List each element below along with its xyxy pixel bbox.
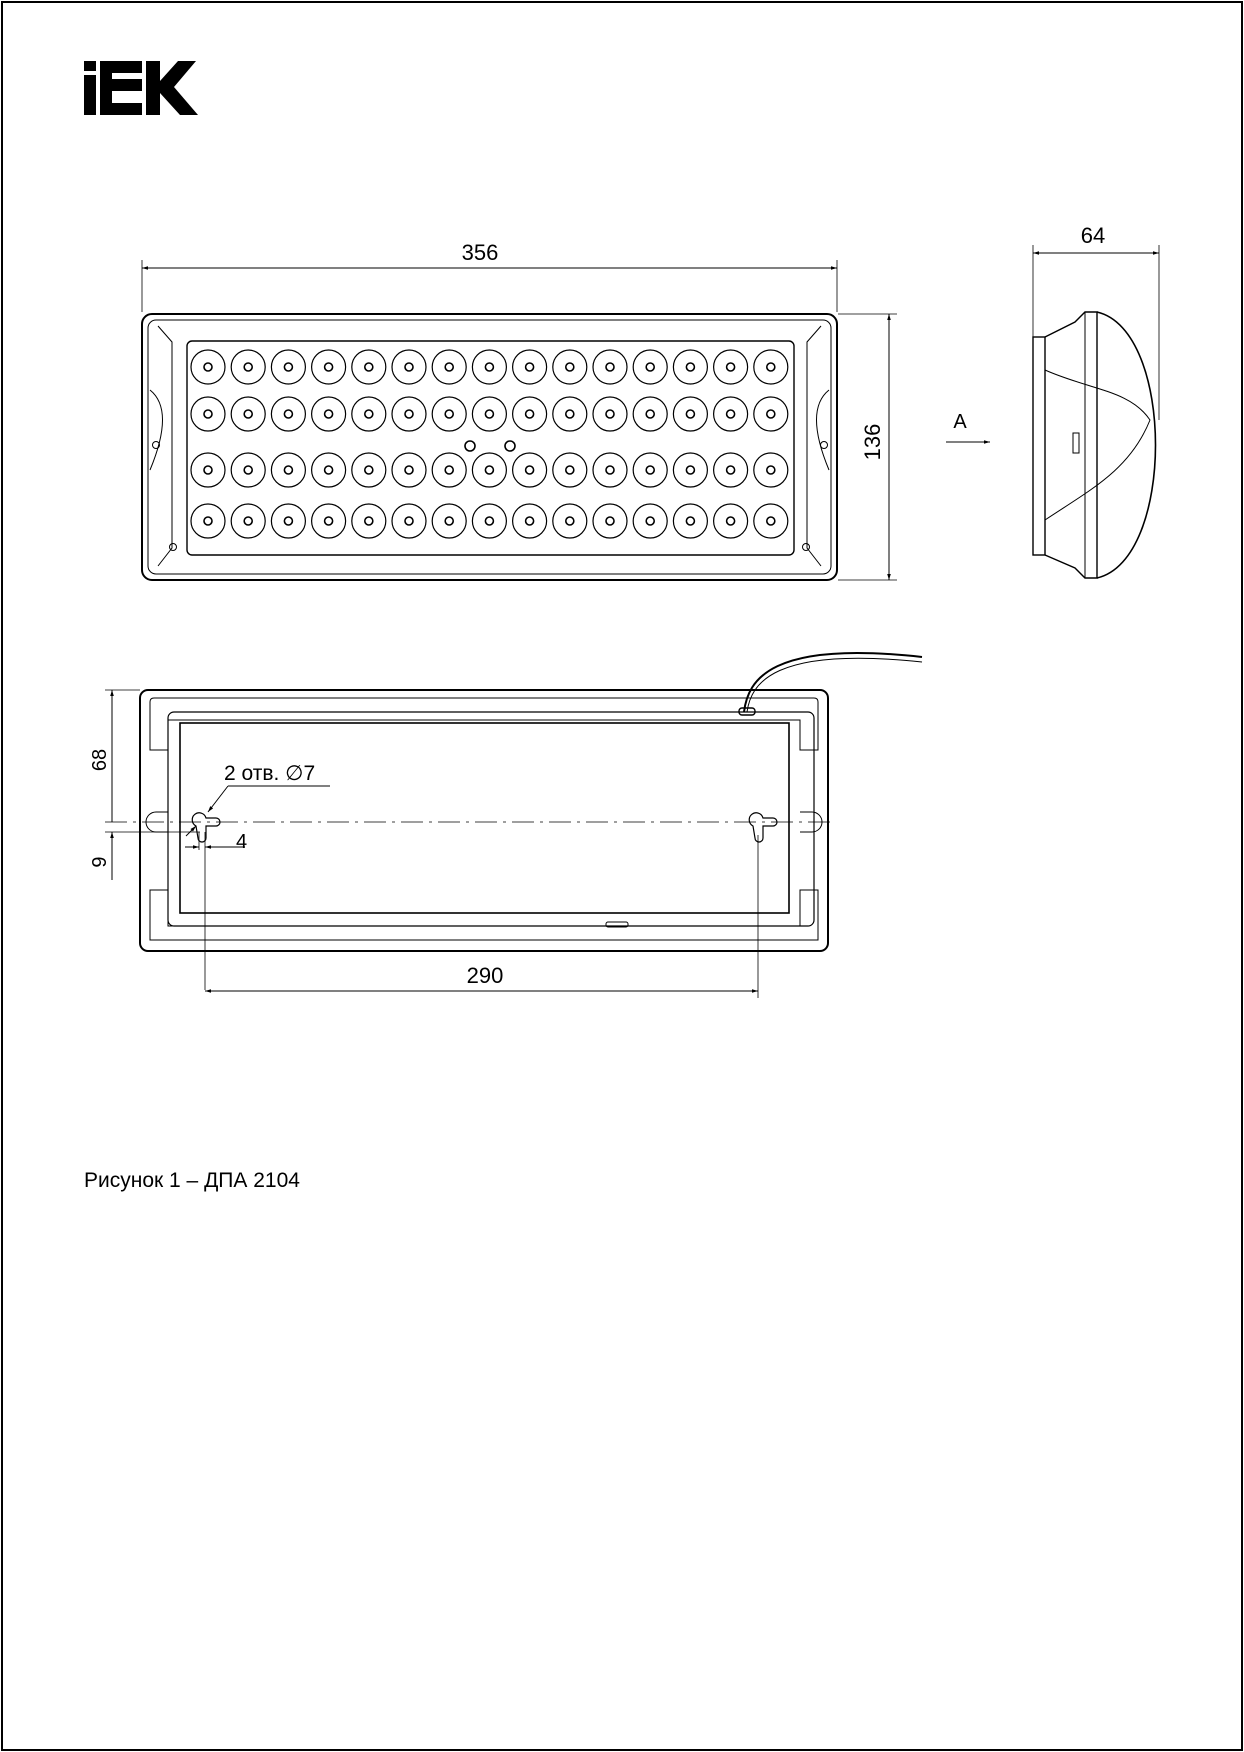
led <box>471 452 507 488</box>
led <box>632 396 668 432</box>
led <box>511 396 548 432</box>
side-view: 64 <box>1032 223 1160 579</box>
led <box>712 503 749 539</box>
led <box>431 349 467 385</box>
slot-width-label: 4 <box>236 831 247 853</box>
led <box>753 349 789 385</box>
mounting-hole <box>191 812 221 843</box>
led <box>511 349 548 385</box>
back-housing-outline <box>139 689 829 952</box>
led <box>431 452 467 488</box>
led <box>712 452 749 488</box>
led <box>230 503 266 539</box>
led <box>511 503 548 539</box>
led <box>672 396 709 432</box>
led-grid <box>190 349 789 539</box>
led <box>753 503 789 539</box>
top-offset-label: 68 <box>89 749 111 771</box>
led <box>753 396 789 432</box>
mounting-window <box>179 722 790 914</box>
figure-caption: Рисунок 1 – ДПА 2104 <box>84 1169 300 1192</box>
led <box>632 349 668 385</box>
led <box>632 452 668 488</box>
led <box>270 503 306 539</box>
led <box>431 503 467 539</box>
lower-offset-label: 9 <box>89 856 111 867</box>
led <box>351 452 387 488</box>
led <box>712 349 749 385</box>
led <box>592 503 628 539</box>
indicator-dot <box>464 440 476 452</box>
led <box>230 396 266 432</box>
led <box>270 349 306 385</box>
led <box>672 452 709 488</box>
led <box>190 452 226 488</box>
led <box>592 396 628 432</box>
led <box>391 349 427 385</box>
width-dimension-label: 356 <box>462 240 499 265</box>
led <box>190 503 226 539</box>
indicator-dot <box>504 440 516 452</box>
led <box>230 349 266 385</box>
led <box>592 349 628 385</box>
housing-outline <box>141 313 838 581</box>
led <box>351 349 387 385</box>
height-dimension-label: 136 <box>860 424 885 461</box>
hole-spacing-label: 290 <box>467 963 504 988</box>
led <box>672 503 709 539</box>
led <box>351 396 387 432</box>
led <box>270 452 306 488</box>
led <box>552 349 588 385</box>
led <box>471 349 507 385</box>
led <box>431 396 467 432</box>
led <box>391 396 427 432</box>
mounting-hole <box>748 812 778 843</box>
led <box>471 396 507 432</box>
view-arrow-label: A <box>953 411 967 433</box>
led <box>712 396 749 432</box>
lens-dome <box>1096 311 1157 579</box>
led <box>552 452 588 488</box>
led <box>391 452 427 488</box>
led <box>552 396 588 432</box>
led <box>592 452 628 488</box>
led <box>753 452 789 488</box>
led <box>511 452 548 488</box>
depth-dimension-label: 64 <box>1081 223 1105 248</box>
led-panel <box>186 340 795 556</box>
led <box>471 503 507 539</box>
led <box>311 503 347 539</box>
led <box>391 503 427 539</box>
led <box>230 452 266 488</box>
led <box>311 349 347 385</box>
iek-logo <box>84 61 198 115</box>
led <box>632 503 668 539</box>
led <box>552 503 588 539</box>
led <box>190 349 226 385</box>
led <box>672 349 709 385</box>
led <box>190 396 226 432</box>
cable <box>743 652 923 713</box>
led <box>270 396 306 432</box>
hole-note: 2 отв. ∅7 <box>224 762 315 785</box>
back-view: 68 9 4 2 отв. ∅7 290 <box>89 652 923 998</box>
front-view: 356 136 A <box>141 240 990 581</box>
led <box>311 396 347 432</box>
led <box>311 452 347 488</box>
led <box>351 503 387 539</box>
